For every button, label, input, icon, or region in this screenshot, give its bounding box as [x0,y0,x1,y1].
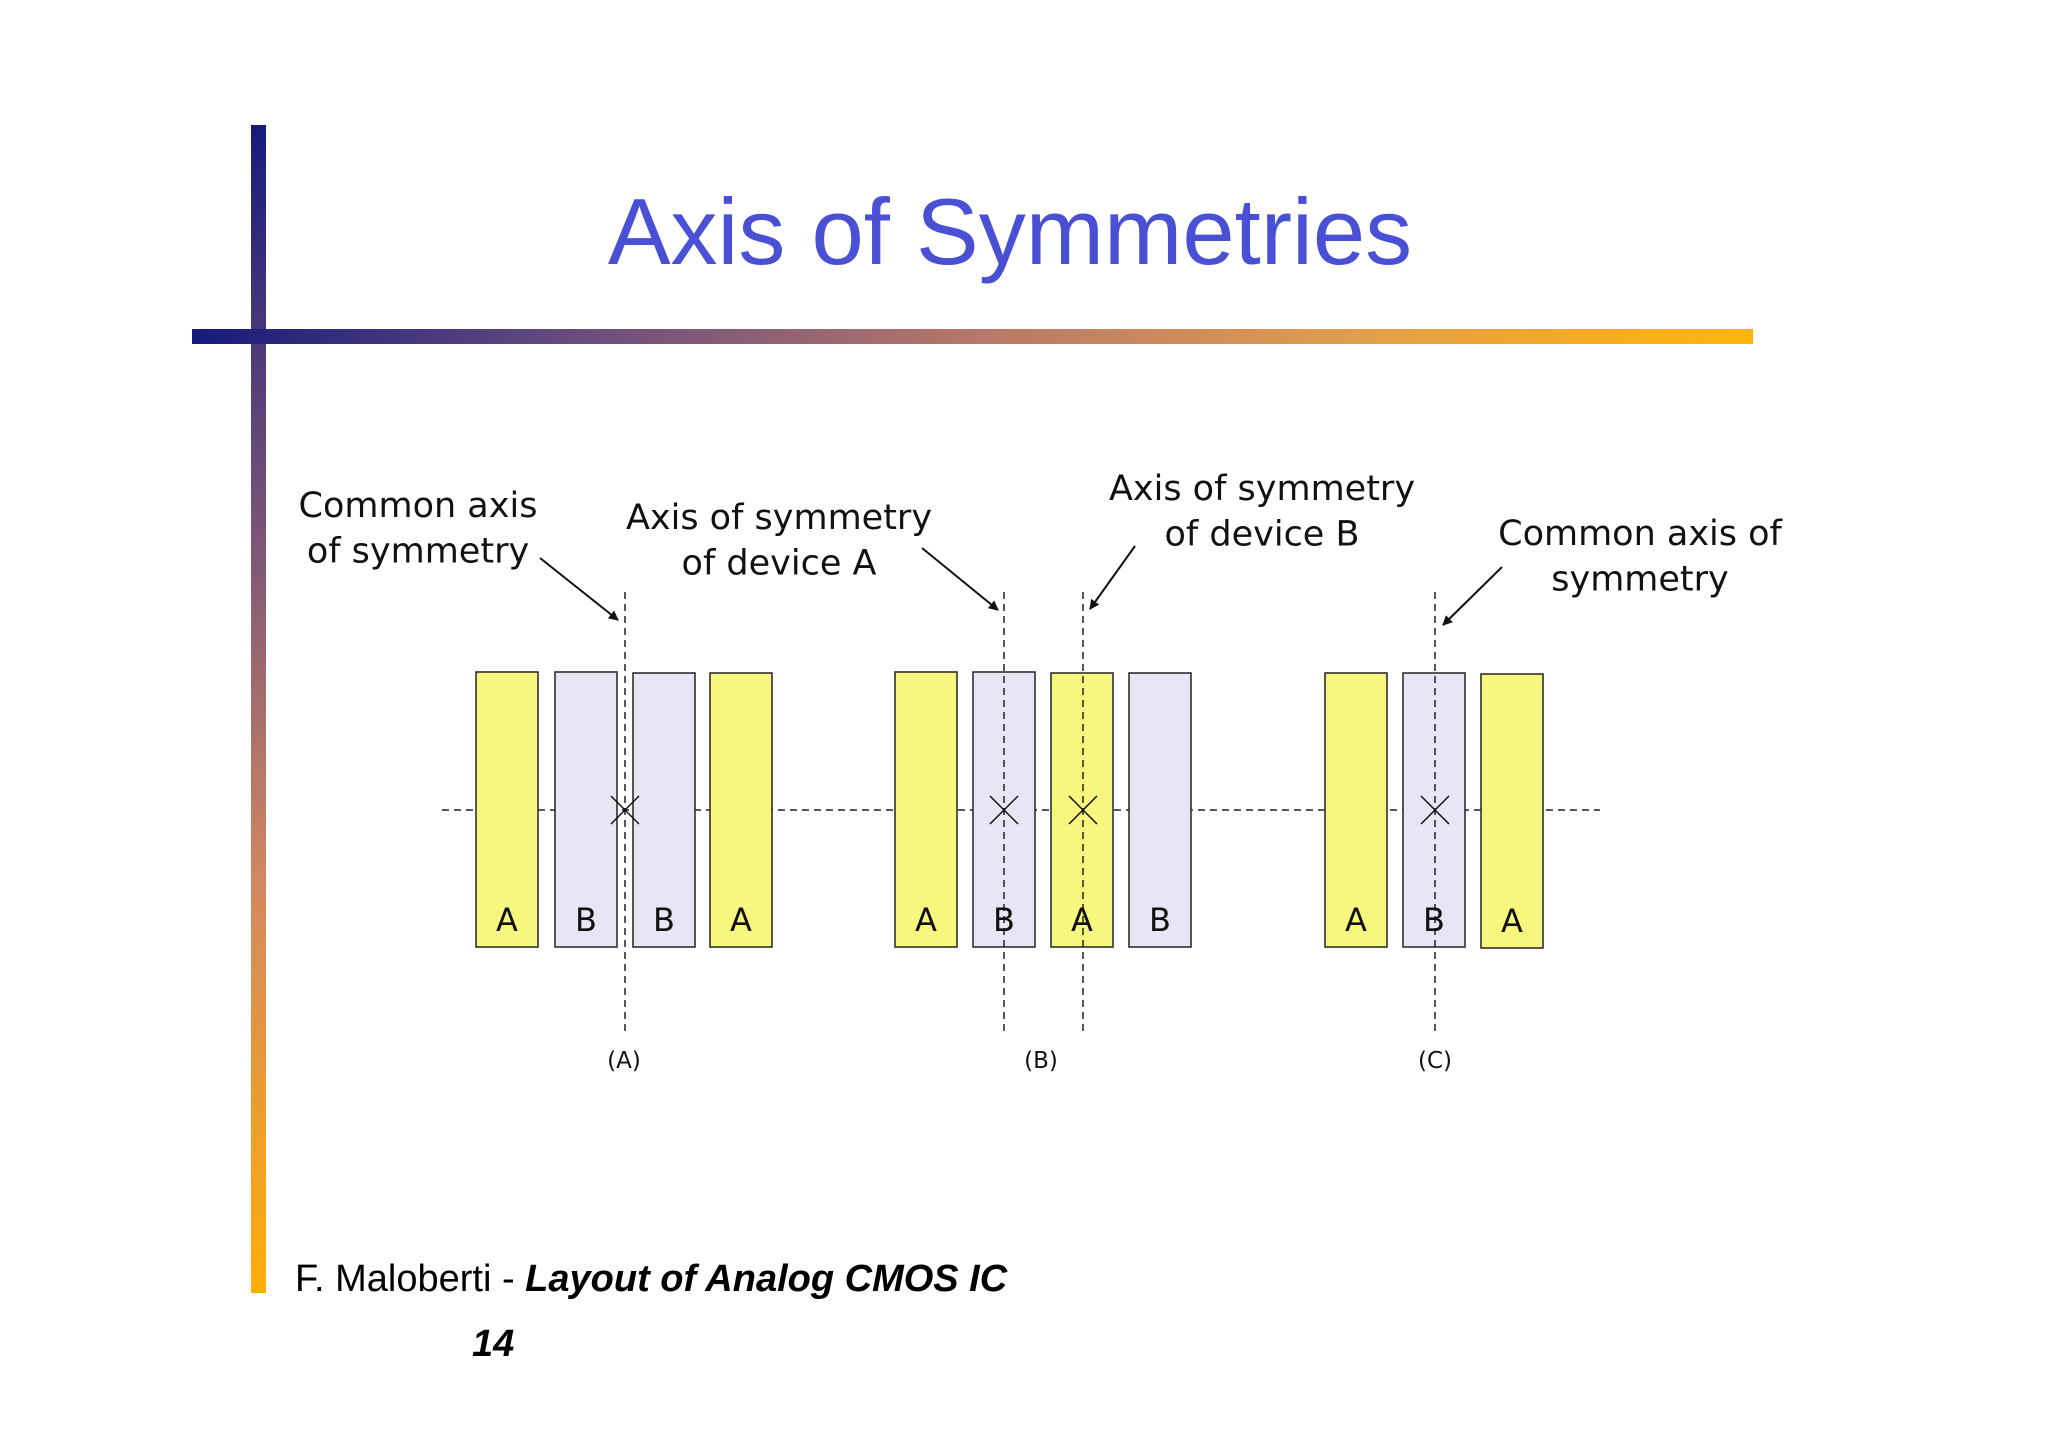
device-label: B [653,901,675,939]
device-label: A [496,901,518,939]
vertical-accent-bar [251,125,266,1293]
device-rect [475,671,539,948]
device-label: A [1501,902,1523,940]
device-rect [709,672,773,948]
slide-title: Axis of Symmetries [607,179,1413,284]
device-label: A [1345,901,1367,939]
device-rect [1128,672,1192,948]
device-label: A [730,901,752,939]
device-label: A [1071,901,1093,939]
device-label: B [575,901,597,939]
annotation-arrow [921,547,999,611]
device-rect [632,672,696,948]
annotation-arrow [1089,545,1136,610]
centroid-marker [1420,795,1450,825]
device-rect [894,671,958,948]
device-rect [1324,672,1388,948]
centroid-marker [989,795,1019,825]
annotation-arrow [1442,566,1503,626]
horizontal-accent-bar [192,329,1753,344]
device-label: A [915,901,937,939]
config-caption: (A) [607,1048,641,1074]
config-caption: (B) [1024,1048,1058,1074]
centroid-marker [1068,795,1098,825]
footer: F. Maloberti - Layout of Analog CMOS IC [295,1258,1007,1301]
device-rect [1480,673,1544,949]
footer-subject: Layout of Analog CMOS IC [525,1258,1008,1300]
page-number: 14 [472,1323,515,1365]
footer-author: F. Maloberti - [295,1258,526,1300]
device-label: B [993,901,1015,939]
config-caption: (C) [1418,1048,1452,1074]
centroid-marker [610,795,640,825]
device-rect [554,671,618,948]
annotation-arrow [539,557,619,621]
device-label: B [1149,901,1171,939]
device-label: B [1423,901,1445,939]
